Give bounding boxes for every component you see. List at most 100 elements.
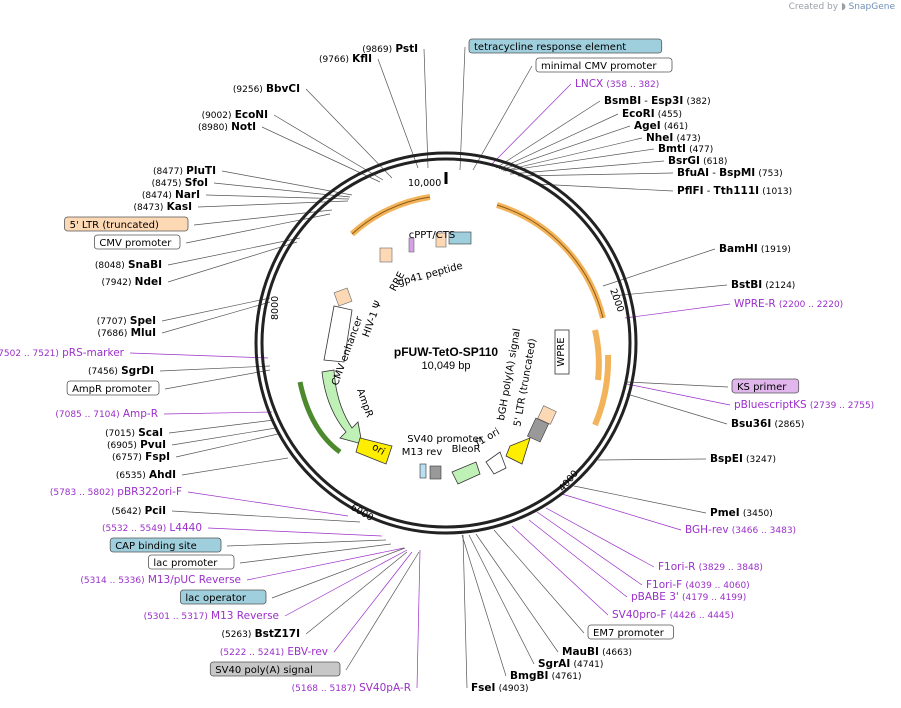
label-name: NotI: [231, 121, 256, 133]
primer-label-pbabe-3[interactable]: pBABE 3' (4179 .. 4199): [631, 591, 746, 603]
primer-label-l4440[interactable]: (5532 .. 5549) L4440: [102, 522, 202, 534]
enzyme-label-noti[interactable]: (8980) NotI: [198, 121, 256, 133]
enzyme-label-maubi[interactable]: MauBI (4663): [562, 646, 632, 658]
enzyme-label-bmti[interactable]: BmtI (477): [658, 143, 713, 155]
enzyme-label-pvui[interactable]: (6905) PvuI: [107, 439, 166, 451]
label-position: (4426 .. 4445): [670, 611, 734, 621]
enzyme-label-kasi[interactable]: (8473) KasI: [133, 201, 192, 213]
enzyme-label-pcii[interactable]: (5642) PciI: [111, 505, 166, 517]
label-position: (7707): [97, 317, 127, 327]
enzyme-label-ahdi[interactable]: (6535) AhdI: [116, 469, 176, 481]
label-position: (1919): [761, 245, 791, 255]
enzyme-label-bmgbi[interactable]: BmgBI (4761): [510, 670, 582, 682]
primer-label-bgh-rev[interactable]: BGH-rev (3466 .. 3483): [685, 524, 796, 536]
primer-label-prs-marker[interactable]: (7502 .. 7521) pRS-marker: [0, 347, 125, 359]
feature-peach-right: [537, 405, 557, 425]
feature-label-cmv-promoter[interactable]: CMV promoter: [94, 234, 181, 250]
feature-label-sv40-poly-a-signal[interactable]: SV40 poly(A) signal: [209, 661, 341, 677]
enzyme-label-spei[interactable]: (7707) SpeI: [97, 315, 156, 327]
label-text: MauBI (4663): [562, 646, 632, 658]
leader-line-ecori: [498, 113, 619, 170]
enzyme-label-fspi[interactable]: (6757) FspI: [112, 451, 170, 463]
enzyme-label-sgrai[interactable]: SgrAI (4741): [538, 658, 603, 670]
primer-label-m13-puc-reverse[interactable]: (5314 .. 5336) M13/pUC Reverse: [80, 574, 241, 586]
leader-line-lac-operator: [271, 547, 406, 599]
feature-cmv-enhancer: [323, 305, 353, 363]
enzyme-label-bamhi[interactable]: BamHI (1919): [719, 243, 791, 255]
enzyme-label-pflfi[interactable]: PflFI - Tth111I (1013): [677, 185, 792, 197]
enzyme-label-bsmbi[interactable]: BsmBI - Esp3I (382): [604, 95, 711, 107]
label-text: SV40pro-F (4426 .. 4445): [612, 609, 734, 621]
feature-track: [297, 194, 612, 485]
label-position: (382): [686, 97, 710, 107]
feature-box-lac-operator: [179, 589, 267, 605]
feature-label-tetracycline-response-element[interactable]: tetracycline response element: [468, 38, 663, 54]
enzyme-label-agei[interactable]: AgeI (461): [634, 120, 688, 132]
primer-label-wpre-r[interactable]: WPRE-R (2200 .. 2220): [734, 298, 843, 310]
enzyme-label-bstbi[interactable]: BstBI (2124): [731, 279, 795, 291]
label-text: (7707) SpeI: [97, 315, 156, 327]
label-text: BstBI (2124): [731, 279, 795, 291]
primer-label-f1ori-f[interactable]: F1ori-F (4039 .. 4060): [646, 579, 750, 591]
enzyme-label-sgrdi[interactable]: (7456) SgrDI: [88, 365, 154, 377]
feature-arrow-right-small: [592, 329, 602, 381]
feature-label-5-ltr-truncated[interactable]: 5' LTR (truncated): [64, 216, 189, 232]
enzyme-label-ndei[interactable]: (7942) NdeI: [102, 276, 162, 288]
primer-label-pbr322ori-f[interactable]: (5783 .. 5802) pBR322ori-F: [50, 486, 182, 498]
feature-label-ampr-promoter[interactable]: AmpR promoter: [66, 380, 160, 396]
primer-label-f1ori-r[interactable]: F1ori-R (3829 .. 3848): [658, 561, 763, 573]
primer-label-lncx[interactable]: LNCX (358 .. 382): [575, 78, 659, 90]
enzyme-label-nari[interactable]: (8474) NarI: [142, 189, 200, 201]
enzyme-label-kfli[interactable]: (9766) KflI: [319, 53, 372, 65]
label-position: (9766): [319, 55, 349, 65]
enzyme-label-econi[interactable]: (9002) EcoNI: [202, 109, 268, 121]
feature-label-ks-primer[interactable]: KS primer: [731, 378, 800, 394]
label-text: AgeI (461): [634, 120, 688, 132]
leader-line-amp-r: [163, 411, 273, 415]
label-position: (477): [689, 145, 713, 155]
enzyme-label-bstz17i[interactable]: (5263) BstZ17I: [221, 628, 300, 640]
feature-label-minimal-cmv-promoter[interactable]: minimal CMV promoter: [535, 57, 673, 73]
enzyme-label-nhei[interactable]: NheI (473): [646, 132, 701, 144]
label-position: (7942): [102, 278, 132, 288]
leader-line-m13-puc-reverse: [246, 547, 405, 581]
feature-name: 5' LTR (truncated): [70, 220, 159, 231]
enzyme-label-bspei[interactable]: BspEI (3247): [710, 453, 776, 465]
label-name: SgrAI: [538, 658, 570, 670]
leader-line-bspei: [597, 458, 707, 461]
label-name: BfuAI: [677, 167, 709, 179]
primer-label-sv40pa-r[interactable]: (5168 .. 5187) SV40pA-R: [292, 682, 411, 694]
feature-label-cap-binding-site[interactable]: CAP binding site: [109, 537, 222, 553]
feature-label-em7-promoter[interactable]: EM7 promoter: [587, 624, 674, 640]
feature-name: lac promoter: [153, 558, 218, 569]
enzyme-label-pmei[interactable]: PmeI (3450): [710, 507, 773, 519]
enzyme-label-sfoi[interactable]: (8475) SfoI: [152, 177, 208, 189]
enzyme-label-scai[interactable]: (7015) ScaI: [105, 427, 163, 439]
label-text: PflFI - Tth111I (1013): [677, 185, 792, 197]
label-name: SV40pro-F: [612, 609, 666, 621]
label-name-alt: Tth111I: [714, 185, 759, 197]
enzyme-label-psti[interactable]: (9869) PstI: [362, 43, 418, 55]
enzyme-label-snabi[interactable]: (8048) SnaBI: [95, 259, 162, 271]
enzyme-label-mlui[interactable]: (7686) MluI: [97, 327, 156, 339]
tick-label-8000: 8000: [270, 296, 281, 320]
label-text: LNCX (358 .. 382): [575, 78, 659, 90]
enzyme-label-fsei[interactable]: FseI (4903): [471, 682, 529, 694]
leader-line-ahdi: [181, 457, 289, 476]
label-text: BfuAI - BspMI (753): [677, 167, 783, 179]
feature-label-lac-operator[interactable]: lac operator: [179, 589, 267, 605]
enzyme-label-bsrgi[interactable]: BsrGI (618): [668, 155, 727, 167]
feature-label-lac-promoter[interactable]: lac promoter: [147, 554, 235, 570]
feature-name: CMV promoter: [99, 238, 172, 249]
enzyme-label-pluti[interactable]: (8477) PluTI: [153, 165, 216, 177]
primer-label-sv40pro-f[interactable]: SV40pro-F (4426 .. 4445): [612, 609, 734, 621]
primer-label-m13-reverse[interactable]: (5301 .. 5317) M13 Reverse: [144, 610, 279, 622]
primer-label-pbluescriptks[interactable]: pBluescriptKS (2739 .. 2755): [734, 399, 874, 411]
enzyme-label-bsu36i[interactable]: Bsu36I (2865): [731, 418, 804, 430]
leader-line-pmei: [573, 485, 707, 514]
primer-label-ebv-rev[interactable]: (5222 .. 5241) EBV-rev: [220, 646, 328, 658]
primer-label-amp-r[interactable]: (7085 .. 7104) Amp-R: [55, 408, 158, 420]
enzyme-label-bfuai[interactable]: BfuAI - BspMI (753): [677, 167, 783, 179]
enzyme-label-ecori[interactable]: EcoRI (455): [622, 108, 682, 120]
enzyme-label-bbvci[interactable]: (9256) BbvCI: [233, 83, 300, 95]
